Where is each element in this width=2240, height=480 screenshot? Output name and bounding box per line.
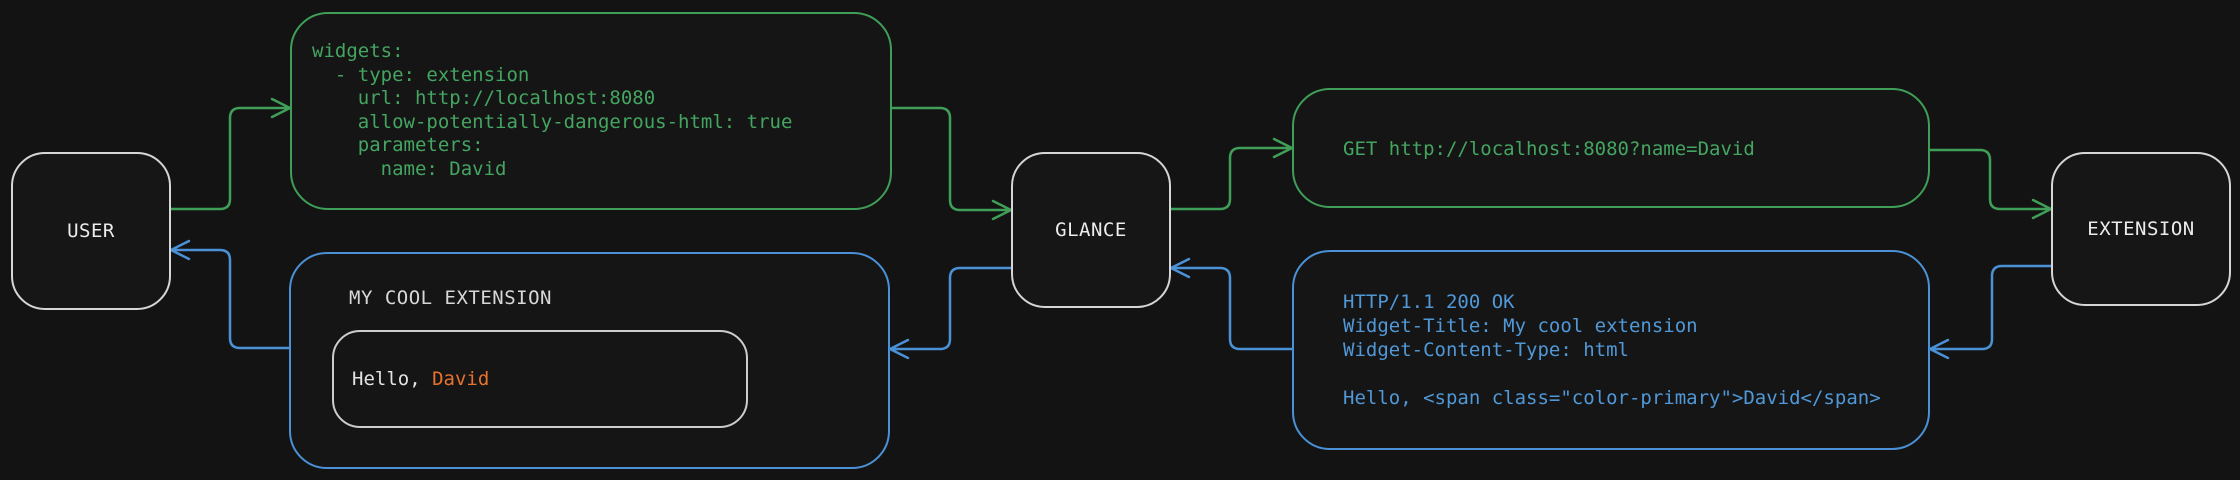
extension-node: EXTENSION (2051, 152, 2231, 306)
widget-greeting-name: David (432, 368, 490, 390)
arrow-config-to-glance (890, 106, 1013, 221)
widget-preview-title: MY COOL EXTENSION (349, 287, 552, 309)
arrow-response-to-glance (1169, 257, 1294, 351)
glance-node-label: GLANCE (1055, 219, 1127, 241)
arrow-extension-to-response (1928, 264, 2053, 360)
glance-node: GLANCE (1011, 152, 1171, 308)
arrow-glance-to-widget (888, 266, 1013, 360)
extension-node-label: EXTENSION (2087, 218, 2195, 240)
config-yaml-code: widgets: - type: extension url: http://l… (312, 40, 793, 180)
arrow-glance-to-request (1169, 137, 1294, 211)
arrow-widget-to-user (169, 239, 292, 350)
widget-greeting-prefix: Hello, (352, 368, 433, 390)
arrow-request-to-extension (1928, 148, 2053, 220)
arrow-user-to-config (169, 97, 292, 211)
config-yaml-box (290, 12, 892, 210)
http-response-box (1292, 250, 1930, 450)
http-request-box (1292, 88, 1930, 208)
user-node-label: USER (67, 220, 115, 242)
http-response-code: HTTP/1.1 200 OK Widget-Title: My cool ex… (1343, 291, 1881, 409)
http-request-code: GET http://localhost:8080?name=David (1343, 138, 1755, 160)
widget-greeting-box: Hello, David (332, 330, 748, 428)
user-node: USER (11, 152, 171, 310)
